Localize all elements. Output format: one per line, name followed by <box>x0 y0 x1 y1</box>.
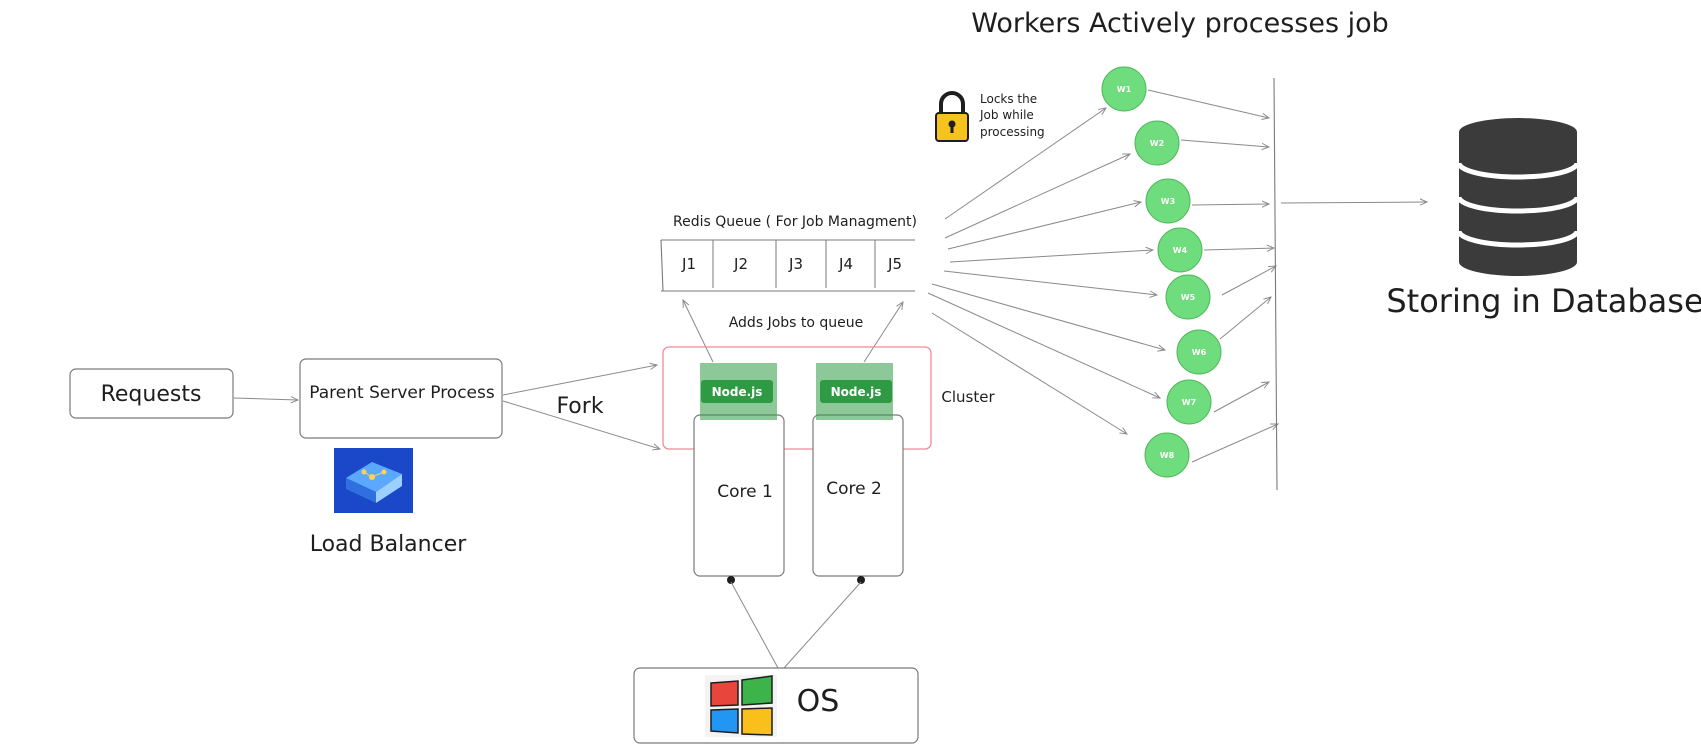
lock-note-line-3: processing <box>980 125 1045 139</box>
os-to-core-1-line <box>730 581 779 669</box>
nodejs-logo-icon: Node.js <box>816 363 893 420</box>
bus-to-database-arrow <box>1280 202 1427 203</box>
queue-to-w6-arrow <box>931 283 1165 350</box>
database-label: Storing in Database <box>1386 282 1701 320</box>
nodejs-label-2: Node.js <box>831 385 882 399</box>
worker-w6-label: W6 <box>1192 348 1207 357</box>
worker-w1-label: W1 <box>1117 85 1132 94</box>
fork-label: Fork <box>556 394 603 419</box>
node2-to-queue-arrow <box>863 302 903 363</box>
job-j5: J5 <box>887 255 902 273</box>
node1-to-queue-arrow <box>683 300 714 363</box>
os-label: OS <box>797 684 840 719</box>
lock-icon <box>935 91 969 142</box>
worker-w8-label: W8 <box>1160 451 1175 460</box>
job-j3: J3 <box>788 255 803 273</box>
w1-to-bus-arrow <box>1147 89 1269 118</box>
queue-to-w7-arrow <box>927 292 1160 398</box>
diagram-title: Workers Actively processes job <box>971 8 1389 39</box>
cluster-box <box>662 346 932 450</box>
w2-to-bus-arrow <box>1180 139 1269 147</box>
worker-w5: W5 <box>1165 274 1211 320</box>
requests-label: Requests <box>101 382 202 407</box>
worker-w2: W2 <box>1134 120 1180 166</box>
job-j1: J1 <box>681 255 696 273</box>
worker-w7: W7 <box>1166 379 1212 425</box>
w6-to-bus-arrow <box>1219 297 1271 340</box>
fork-arrow-upper <box>502 365 657 396</box>
queue-to-w1-arrow <box>944 108 1106 220</box>
core-2-connector-dot <box>857 576 865 584</box>
worker-w7-label: W7 <box>1182 398 1196 407</box>
redis-queue-label: Redis Queue ( For Job Managment) <box>673 214 917 230</box>
worker-w8: W8 <box>1144 432 1190 478</box>
core-1-connector-dot <box>727 576 735 584</box>
queue-to-w4-arrow <box>949 250 1153 263</box>
nodejs-label-1: Node.js <box>712 385 763 399</box>
worker-w5-label: W5 <box>1181 293 1196 302</box>
requests-to-parent-arrow <box>233 398 298 400</box>
load-balancer-label: Load Balancer <box>310 532 468 557</box>
core-1-label: Core 1 <box>717 482 773 502</box>
worker-w3: W3 <box>1145 178 1191 224</box>
queue-to-w8-arrow <box>931 312 1127 434</box>
worker-w4: W4 <box>1157 227 1203 273</box>
core-2-label: Core 2 <box>826 479 882 499</box>
database-icon <box>1456 118 1580 276</box>
w4-to-bus-arrow <box>1203 248 1274 250</box>
w3-to-bus-arrow <box>1191 204 1269 205</box>
lock-note-line-1: Locks the <box>980 92 1037 106</box>
collector-bus-line <box>1273 77 1278 491</box>
redis-queue <box>660 239 915 292</box>
queue-to-w3-arrow <box>947 202 1141 250</box>
job-j2: J2 <box>733 255 748 273</box>
requests-box: Requests <box>69 368 234 419</box>
fork-arrow-lower <box>502 400 660 449</box>
parent-server-box: Parent Server Process <box>299 358 503 439</box>
nodejs-logo-icon: Node.js <box>700 363 777 420</box>
adds-jobs-label: Adds Jobs to queue <box>729 315 864 331</box>
server-chip-icon <box>334 448 413 513</box>
w8-to-bus-arrow <box>1191 424 1278 463</box>
windows-logo-icon <box>705 675 777 737</box>
queue-to-w2-arrow <box>944 154 1130 239</box>
worker-w3-label: W3 <box>1161 197 1175 206</box>
w5-to-bus-arrow <box>1221 266 1276 296</box>
worker-w2-label: W2 <box>1150 139 1164 148</box>
job-j4: J4 <box>838 255 853 273</box>
worker-w4-label: W4 <box>1173 246 1188 255</box>
queue-to-w5-arrow <box>943 270 1157 295</box>
cluster-label: Cluster <box>941 388 995 406</box>
os-to-core-2-line <box>783 581 862 669</box>
worker-w1: W1 <box>1101 66 1147 112</box>
w7-to-bus-arrow <box>1213 382 1269 413</box>
worker-w6: W6 <box>1176 329 1222 375</box>
parent-server-label: Parent Server Process <box>309 383 495 403</box>
lock-note-line-2: Job while <box>979 108 1034 122</box>
